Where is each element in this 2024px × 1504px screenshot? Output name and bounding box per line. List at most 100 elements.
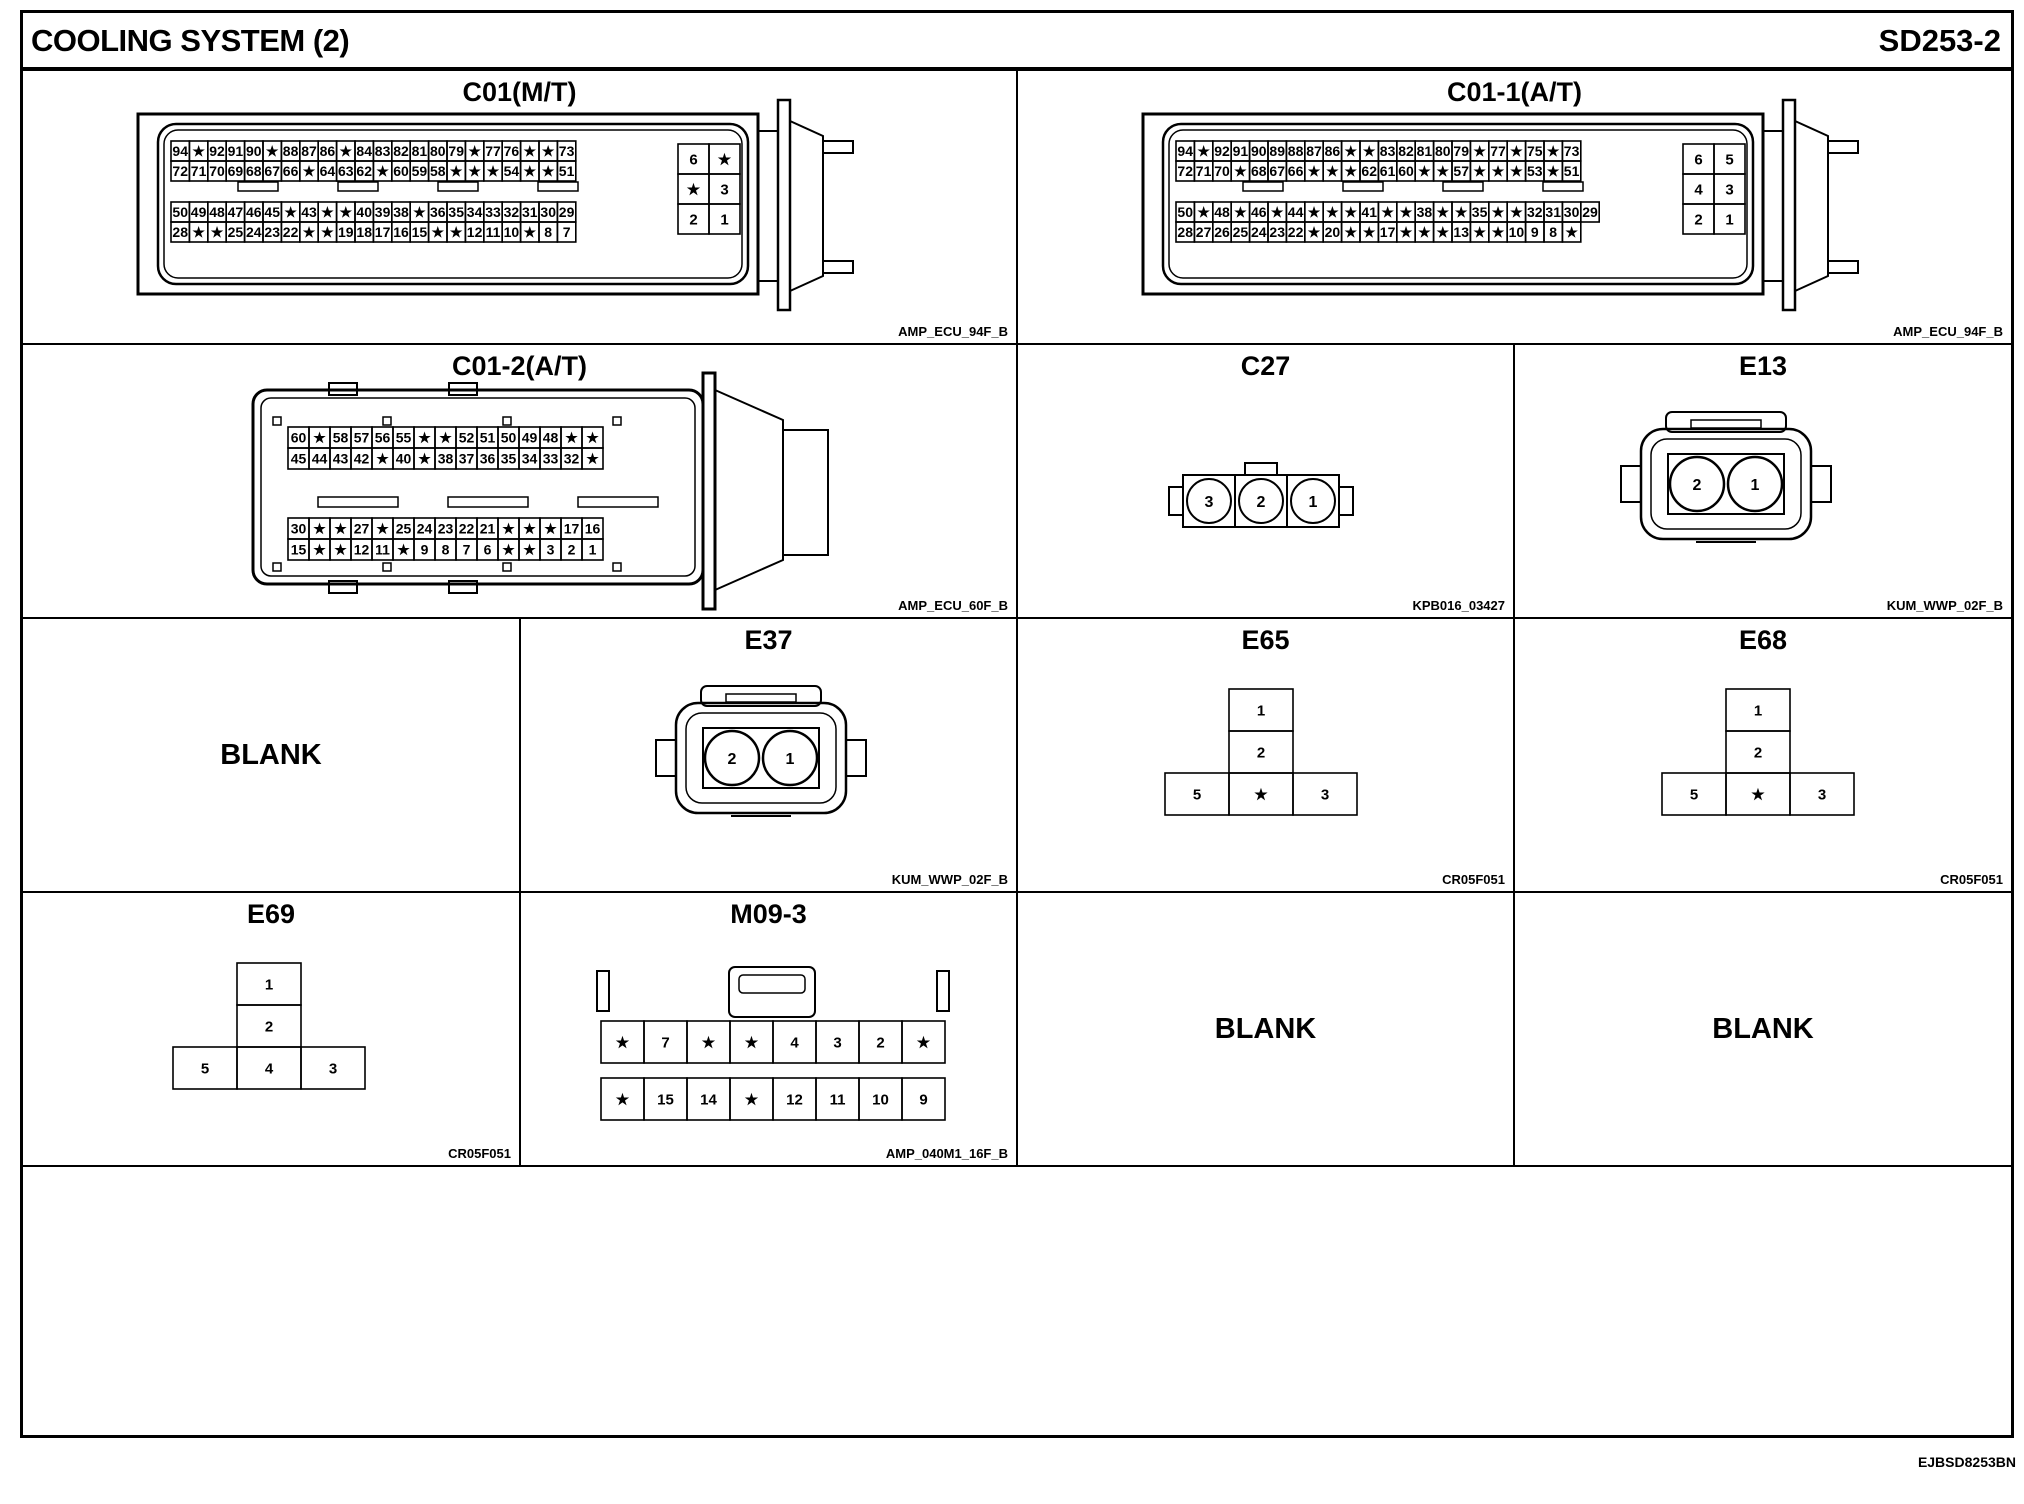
pin-label: ★ [1345, 163, 1358, 179]
pin-label: 50 [1177, 204, 1193, 220]
pin-label: ★ [1197, 143, 1210, 159]
connector-type: KUM_WWP_02F_B [891, 872, 1008, 887]
pin-label: 92 [209, 143, 225, 159]
pin-label: 18 [356, 224, 372, 240]
connector-name: M09-3 [730, 899, 807, 929]
pin-label: 51 [559, 163, 575, 179]
connector-type: AMP_ECU_94F_B [898, 324, 1008, 339]
pin-circle [1726, 455, 1784, 513]
pin-label: 2 [265, 1018, 273, 1035]
pin-label: 90 [246, 143, 262, 159]
pin-label: 12 [354, 542, 370, 558]
pin-label: 2 [1257, 744, 1265, 761]
pin-label: 5 [201, 1060, 209, 1077]
pin-label: 67 [264, 163, 280, 179]
pin-label: 68 [246, 163, 262, 179]
pin-label: 45 [264, 204, 280, 220]
key-slot [537, 181, 579, 192]
key-slot [1542, 181, 1584, 192]
key-slot [317, 496, 399, 508]
pin-label: 2 [1257, 494, 1266, 511]
pin-label: 58 [333, 430, 349, 446]
pin-label: 4 [790, 1034, 799, 1051]
pin-label: 34 [467, 204, 483, 220]
pin-label: 23 [1269, 224, 1285, 240]
pin-label: ★ [1254, 786, 1268, 803]
blank-label: BLANK [1214, 1013, 1317, 1045]
pin-label: ★ [745, 1091, 759, 1108]
pin-label: ★ [1473, 224, 1486, 240]
pin-label: ★ [211, 224, 224, 240]
key-slot [1342, 181, 1384, 192]
pin-label: 1 [265, 976, 273, 993]
key-slot [1242, 181, 1284, 192]
connector-shell [1650, 438, 1802, 530]
pin-label: ★ [468, 163, 481, 179]
pin-label: ★ [1510, 204, 1523, 220]
latch-slot [725, 693, 797, 703]
pin-hole [502, 416, 512, 426]
pin-label: 36 [480, 451, 496, 467]
pin-label: 38 [438, 451, 454, 467]
top-latch [700, 685, 822, 707]
pin-label: 2 [1694, 211, 1702, 228]
latch [701, 371, 717, 611]
pin-label: ★ [1437, 163, 1450, 179]
pin-label: 31 [1545, 204, 1561, 220]
connector-shell [1161, 122, 1755, 286]
pin-label: 42 [354, 451, 370, 467]
pin-label: ★ [502, 521, 515, 537]
pin-label: 60 [1398, 163, 1414, 179]
pin-label: 83 [1380, 143, 1396, 159]
pin-label: 3 [1321, 786, 1329, 803]
blank-label: BLANK [220, 739, 322, 771]
latch-tab [822, 260, 854, 274]
blank-label: BLANK [1712, 1013, 1814, 1045]
pin-label: 35 [501, 451, 517, 467]
pin-label: 40 [396, 451, 412, 467]
pin-label: ★ [544, 521, 557, 537]
pin-label: ★ [1547, 143, 1560, 159]
pin-label: 91 [1233, 143, 1249, 159]
pin-label: ★ [687, 181, 701, 198]
pin-hole [382, 562, 392, 572]
pin-label: ★ [303, 224, 316, 240]
pin-label: 9 [421, 542, 429, 558]
key-slot [447, 496, 529, 508]
connector-name: E13 [1738, 351, 1788, 381]
pin-label: 87 [1306, 143, 1322, 159]
drawing-id: EJBSD8253BN [1917, 1454, 2016, 1470]
connector-name: C27 [1240, 351, 1291, 381]
pin-label: 80 [430, 143, 446, 159]
pin-label: ★ [192, 224, 205, 240]
pin-label: 10 [1509, 224, 1525, 240]
pin-label: 89 [1269, 143, 1285, 159]
pin-label: ★ [450, 224, 463, 240]
pin-label: 10 [504, 224, 520, 240]
pin-label: 77 [485, 143, 501, 159]
pin-label: 22 [283, 224, 299, 240]
pin-label: 73 [1564, 143, 1580, 159]
pin-label: ★ [487, 163, 500, 179]
pin-label: 2 [1754, 744, 1762, 761]
pin-label: 49 [522, 430, 538, 446]
pin-label: 2 [1693, 477, 1702, 494]
pin-label: 47 [228, 204, 244, 220]
pin-circle [1238, 478, 1284, 524]
pin-label: 36 [430, 204, 446, 220]
pin-label: 2 [568, 542, 576, 558]
pin-label: 48 [209, 204, 225, 220]
latch [776, 98, 792, 312]
pin-label: ★ [1234, 163, 1247, 179]
mount-tab [328, 580, 358, 594]
pin-label: 2 [728, 751, 737, 768]
pin-label: ★ [313, 542, 326, 558]
pin-label: 53 [1527, 163, 1543, 179]
sheet-code: SD253-2 [1878, 23, 2001, 58]
pin-label: 90 [1251, 143, 1267, 159]
pin-label: 3 [1205, 494, 1214, 511]
